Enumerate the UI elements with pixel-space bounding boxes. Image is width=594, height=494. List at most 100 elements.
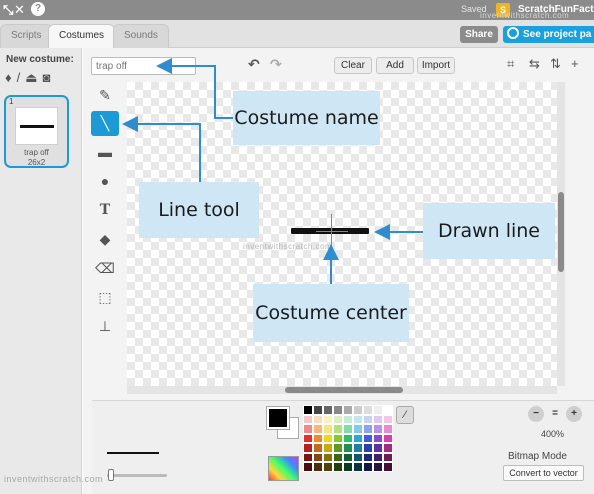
palette-color-swatch[interactable] (333, 433, 343, 443)
palette-color-swatch[interactable] (303, 443, 313, 453)
palette-color-swatch[interactable] (353, 414, 363, 424)
flip-horizontal-icon[interactable]: ⇆ (529, 56, 540, 71)
ellipse-tool-icon[interactable]: ● (100, 173, 110, 189)
horizontal-scroll-thumb[interactable] (285, 387, 403, 393)
palette-color-swatch[interactable] (343, 405, 353, 415)
palette-color-swatch[interactable] (313, 405, 323, 415)
clear-button[interactable]: Clear (334, 57, 372, 74)
palette-color-swatch[interactable] (343, 433, 353, 443)
choose-from-library-icon[interactable]: ♦ (5, 70, 12, 85)
primary-color-swatch[interactable] (266, 406, 290, 430)
palette-color-swatch[interactable] (313, 414, 323, 424)
palette-color-swatch[interactable] (303, 414, 313, 424)
share-button[interactable]: Share (460, 26, 498, 43)
crop-icon[interactable]: ⌗ (507, 56, 515, 71)
palette-color-swatch[interactable] (383, 405, 393, 415)
line-tool-icon[interactable]: ╲ (91, 111, 119, 136)
palette-color-swatch[interactable] (333, 452, 343, 462)
palette-color-swatch[interactable] (323, 424, 333, 434)
palette-color-swatch[interactable] (333, 424, 343, 434)
color-palette[interactable] (303, 405, 393, 481)
palette-color-swatch[interactable] (363, 443, 373, 453)
canvas-vertical-scrollbar[interactable] (557, 82, 565, 386)
zoom-reset-icon[interactable]: = (552, 408, 558, 419)
palette-color-swatch[interactable] (323, 414, 333, 424)
palette-color-swatch[interactable] (383, 433, 393, 443)
redo-icon[interactable]: ↷ (270, 56, 282, 72)
palette-color-swatch[interactable] (373, 433, 383, 443)
palette-color-swatch[interactable] (373, 452, 383, 462)
palette-color-swatch[interactable] (333, 443, 343, 453)
palette-color-swatch[interactable] (323, 462, 333, 472)
color-gradient-picker[interactable] (268, 456, 299, 481)
brush-tool-icon[interactable]: ✎ (99, 87, 111, 103)
palette-color-swatch[interactable] (313, 443, 323, 453)
palette-color-swatch[interactable] (343, 424, 353, 434)
tab-scripts[interactable]: Scripts (0, 24, 53, 48)
palette-color-swatch[interactable] (363, 405, 373, 415)
palette-color-swatch[interactable] (323, 452, 333, 462)
palette-color-swatch[interactable] (383, 443, 393, 453)
zoom-out-icon[interactable]: − (528, 406, 544, 422)
palette-color-swatch[interactable] (373, 405, 383, 415)
palette-color-swatch[interactable] (323, 433, 333, 443)
palette-color-swatch[interactable] (353, 443, 363, 453)
flip-vertical-icon[interactable]: ⇅ (550, 56, 561, 71)
palette-color-swatch[interactable] (363, 462, 373, 472)
line-width-slider[interactable] (107, 474, 167, 477)
line-width-slider-knob[interactable] (108, 469, 114, 481)
palette-color-swatch[interactable] (323, 443, 333, 453)
camera-icon[interactable]: ◙ (42, 70, 51, 85)
palette-color-swatch[interactable] (373, 414, 383, 424)
see-project-page-button[interactable]: See project pa (503, 26, 594, 43)
convert-to-vector-button[interactable]: Convert to vector (503, 465, 584, 481)
palette-color-swatch[interactable] (383, 414, 393, 424)
tab-costumes[interactable]: Costumes (48, 24, 116, 48)
palette-color-swatch[interactable] (303, 424, 313, 434)
palette-color-swatch[interactable] (363, 433, 373, 443)
fill-bucket-tool-icon[interactable]: ◆ (99, 231, 111, 247)
palette-color-swatch[interactable] (353, 424, 363, 434)
palette-color-swatch[interactable] (313, 433, 323, 443)
add-button[interactable]: Add (376, 57, 414, 74)
text-tool-icon[interactable]: T (99, 202, 111, 218)
palette-color-swatch[interactable] (373, 462, 383, 472)
help-icon[interactable]: ? (31, 2, 45, 16)
eraser-tool-icon[interactable]: ⌫ (95, 260, 115, 276)
shrink-stage-icon[interactable]: ✕ (14, 2, 25, 17)
palette-color-swatch[interactable] (363, 414, 373, 424)
palette-color-swatch[interactable] (313, 424, 323, 434)
palette-color-swatch[interactable] (353, 405, 363, 415)
palette-color-swatch[interactable] (313, 452, 323, 462)
palette-color-swatch[interactable] (333, 462, 343, 472)
costume-name-input[interactable] (91, 57, 196, 75)
palette-color-swatch[interactable] (343, 443, 353, 453)
paint-new-costume-icon[interactable]: / (16, 70, 21, 85)
palette-color-swatch[interactable] (303, 452, 313, 462)
palette-color-swatch[interactable] (373, 443, 383, 453)
palette-color-swatch[interactable] (333, 405, 343, 415)
palette-color-swatch[interactable] (303, 462, 313, 472)
palette-color-swatch[interactable] (373, 424, 383, 434)
stamp-tool-icon[interactable]: ⊥ (98, 318, 112, 334)
zoom-in-icon[interactable]: + (566, 406, 582, 422)
upload-costume-icon[interactable]: ⏏ (25, 70, 38, 85)
palette-color-swatch[interactable] (333, 414, 343, 424)
rectangle-tool-icon[interactable]: ▬ (98, 144, 112, 160)
palette-color-swatch[interactable] (343, 414, 353, 424)
canvas-horizontal-scrollbar[interactable] (127, 386, 557, 394)
palette-color-swatch[interactable] (343, 462, 353, 472)
palette-color-swatch[interactable] (363, 452, 373, 462)
palette-color-swatch[interactable] (383, 424, 393, 434)
palette-color-swatch[interactable] (383, 452, 393, 462)
project-title[interactable]: ScratchFunFacto (518, 4, 594, 15)
palette-color-swatch[interactable] (303, 433, 313, 443)
fullscreen-toggle-icon[interactable]: ⤡ (3, 2, 14, 17)
undo-icon[interactable]: ↶ (248, 56, 260, 72)
costume-thumbnail-card[interactable]: 1 trap off 26x2 (4, 95, 69, 168)
palette-color-swatch[interactable] (353, 452, 363, 462)
select-tool-icon[interactable]: ⬚ (98, 289, 112, 305)
palette-color-swatch[interactable] (353, 462, 363, 472)
import-button[interactable]: Import (417, 57, 455, 74)
palette-color-swatch[interactable] (353, 433, 363, 443)
